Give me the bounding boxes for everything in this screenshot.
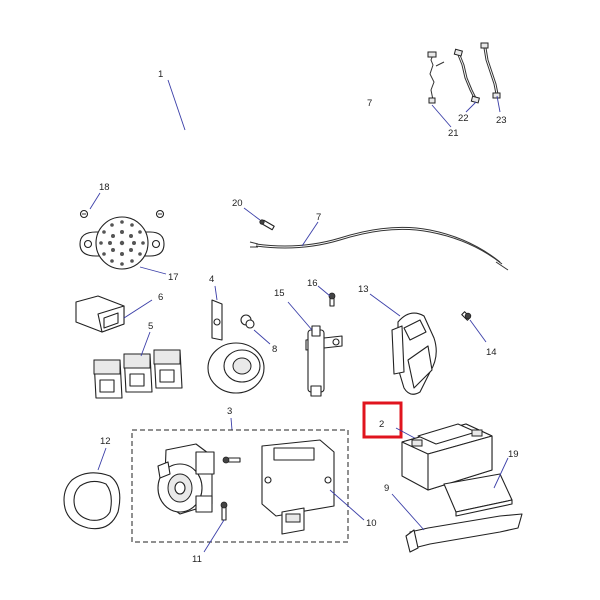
battery-2: [401, 423, 493, 491]
callout-7-cable[interactable]: 7: [316, 212, 321, 223]
battery-pad-19: [443, 457, 513, 517]
highlight-box: [362, 401, 403, 439]
kit-screw-icon: [222, 456, 241, 464]
lead-wires: [427, 42, 501, 128]
ignition-switch: [157, 443, 215, 515]
callout-11[interactable]: 11: [192, 554, 202, 565]
connector-cover-6: [75, 295, 153, 333]
callout-label: 15: [274, 288, 285, 299]
control-module-10: [261, 439, 335, 535]
bolt-8: [240, 314, 271, 345]
callout-label: 17: [168, 272, 179, 283]
callout-8[interactable]: 8: [272, 344, 277, 355]
callout-label: 22: [458, 113, 469, 124]
callout-label: 19: [508, 449, 519, 460]
callout-18[interactable]: 18: [99, 182, 110, 193]
callout-label: 10: [366, 518, 377, 529]
callout-label: 11: [192, 554, 202, 565]
connector-blocks-5: [93, 331, 183, 399]
callout-label: 1: [158, 69, 163, 80]
callout-22[interactable]: 22: [458, 113, 469, 124]
callout-13[interactable]: 13: [358, 284, 369, 295]
callout-23[interactable]: 23: [496, 115, 507, 126]
grommet-12: [63, 447, 121, 530]
callout-17[interactable]: 17: [168, 272, 179, 283]
callout-label: 3: [227, 406, 232, 417]
callout-label: 18: [99, 182, 110, 193]
callout-label: 8: [272, 344, 277, 355]
callout-label: 6: [158, 292, 163, 303]
screw-20-icon: [259, 219, 275, 231]
horn-speaker-assembly: [79, 192, 167, 275]
callout-4[interactable]: 4: [209, 274, 214, 285]
callout-12[interactable]: 12: [100, 436, 111, 447]
ignition-kit-group: [131, 417, 365, 553]
screw-18b-icon: [155, 209, 165, 219]
callout-9[interactable]: 9: [384, 483, 389, 494]
callout-label: 23: [496, 115, 507, 126]
callout-6[interactable]: 6: [158, 292, 163, 303]
callout-16[interactable]: 16: [307, 278, 318, 289]
lead-wire-21: [427, 51, 445, 104]
horn-4: [207, 285, 265, 394]
switch-15: [287, 301, 343, 397]
screw-18a-icon: [79, 209, 89, 219]
lead-wire-22: [453, 48, 480, 104]
callout-19[interactable]: 19: [508, 449, 519, 460]
battery-strap-9: [391, 493, 523, 553]
cable-7: [255, 226, 501, 263]
lead-wire-23: [480, 42, 501, 99]
callout-label: 16: [307, 278, 318, 289]
callout-20[interactable]: 20: [232, 198, 243, 209]
screw-14-icon: [461, 311, 487, 343]
screw-16-icon: [317, 285, 336, 307]
leader-line: [167, 79, 186, 131]
callout-21[interactable]: 21: [448, 128, 459, 139]
callout-15[interactable]: 15: [274, 288, 285, 299]
callout-5[interactable]: 5: [148, 321, 153, 332]
callout-label: 2: [379, 419, 384, 430]
callout-1[interactable]: 1: [158, 69, 186, 131]
callout-label: 21: [448, 128, 459, 139]
cable-assembly: [243, 207, 509, 271]
speaker-grille-icon: [99, 220, 145, 266]
callout-label: 7: [367, 98, 372, 109]
callout-label: 20: [232, 198, 243, 209]
callout-10[interactable]: 10: [366, 518, 377, 529]
callout-14[interactable]: 14: [486, 347, 497, 358]
callout-label: 14: [486, 347, 497, 358]
callout-label: 13: [358, 284, 369, 295]
callout-label: 4: [209, 274, 214, 285]
callout-label: 9: [384, 483, 389, 494]
callout-label: 5: [148, 321, 153, 332]
screw-11-icon: [220, 501, 228, 521]
callout-7-top[interactable]: 7: [367, 98, 372, 109]
callout-label: 12: [100, 436, 111, 447]
callout-3[interactable]: 3: [227, 406, 232, 417]
callout-2-highlight[interactable]: 2: [362, 401, 403, 439]
bracket-13: [369, 293, 437, 395]
callout-label: 7: [316, 212, 321, 223]
